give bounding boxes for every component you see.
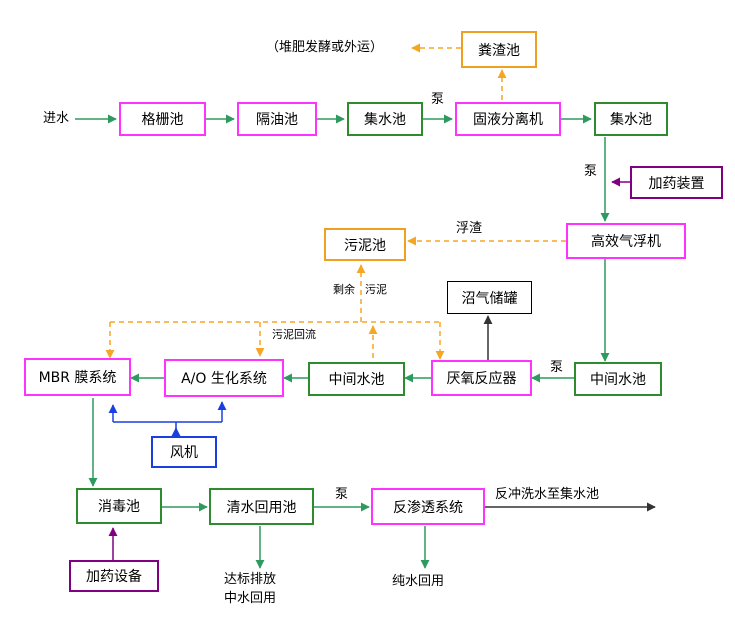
node-qingshui[interactable]: 清水回用池 <box>209 488 314 525</box>
label-beng-3: 泵 <box>550 360 564 375</box>
label-dabiao-2: 中水回用 <box>224 591 277 606</box>
node-xiaodu[interactable]: 消毒池 <box>76 488 162 524</box>
node-jiayao-1[interactable]: 加药装置 <box>630 166 723 199</box>
label-beng-2: 泵 <box>584 164 598 179</box>
label-fuzha: 浮渣 <box>456 221 483 236</box>
label-duifei: （堆肥发酵或外运） <box>266 40 384 55</box>
label-beng-1: 泵 <box>431 92 445 107</box>
node-gegeshi[interactable]: 格栅池 <box>119 102 206 136</box>
node-qifu[interactable]: 高效气浮机 <box>566 223 686 259</box>
label-shengyu: 剩余 <box>333 283 355 296</box>
node-fenzha[interactable]: 粪渣池 <box>461 31 537 68</box>
node-fanshentou[interactable]: 反渗透系统 <box>371 488 485 525</box>
node-mbr[interactable]: MBR 膜系统 <box>24 358 131 396</box>
label-huiliu: 污泥回流 <box>272 328 316 341</box>
node-zhongjian-left[interactable]: 中间水池 <box>308 362 405 396</box>
node-zhongjian-right[interactable]: 中间水池 <box>574 362 662 396</box>
node-fengji[interactable]: 风机 <box>151 436 217 468</box>
node-wuni[interactable]: 污泥池 <box>324 228 406 261</box>
label-jinshui: 进水 <box>43 111 70 126</box>
node-jishuichi-2[interactable]: 集水池 <box>594 102 668 136</box>
label-dabiao-1: 达标排放 <box>224 572 277 587</box>
node-yanyang[interactable]: 厌氧反应器 <box>431 360 532 396</box>
label-beng-4: 泵 <box>335 487 349 502</box>
label-chunshui: 纯水回用 <box>392 574 445 589</box>
node-ao[interactable]: A/O 生化系统 <box>164 359 284 397</box>
label-fanchong: 反冲洗水至集水池 <box>495 487 600 502</box>
node-jiayao-2[interactable]: 加药设备 <box>69 560 159 592</box>
node-jishuichi-1[interactable]: 集水池 <box>347 102 423 136</box>
node-guye[interactable]: 固液分离机 <box>455 102 561 136</box>
node-geyouchi[interactable]: 隔油池 <box>237 102 317 136</box>
label-wuni: 污泥 <box>365 283 387 296</box>
node-zhaoqi[interactable]: 沼气储罐 <box>447 281 532 314</box>
